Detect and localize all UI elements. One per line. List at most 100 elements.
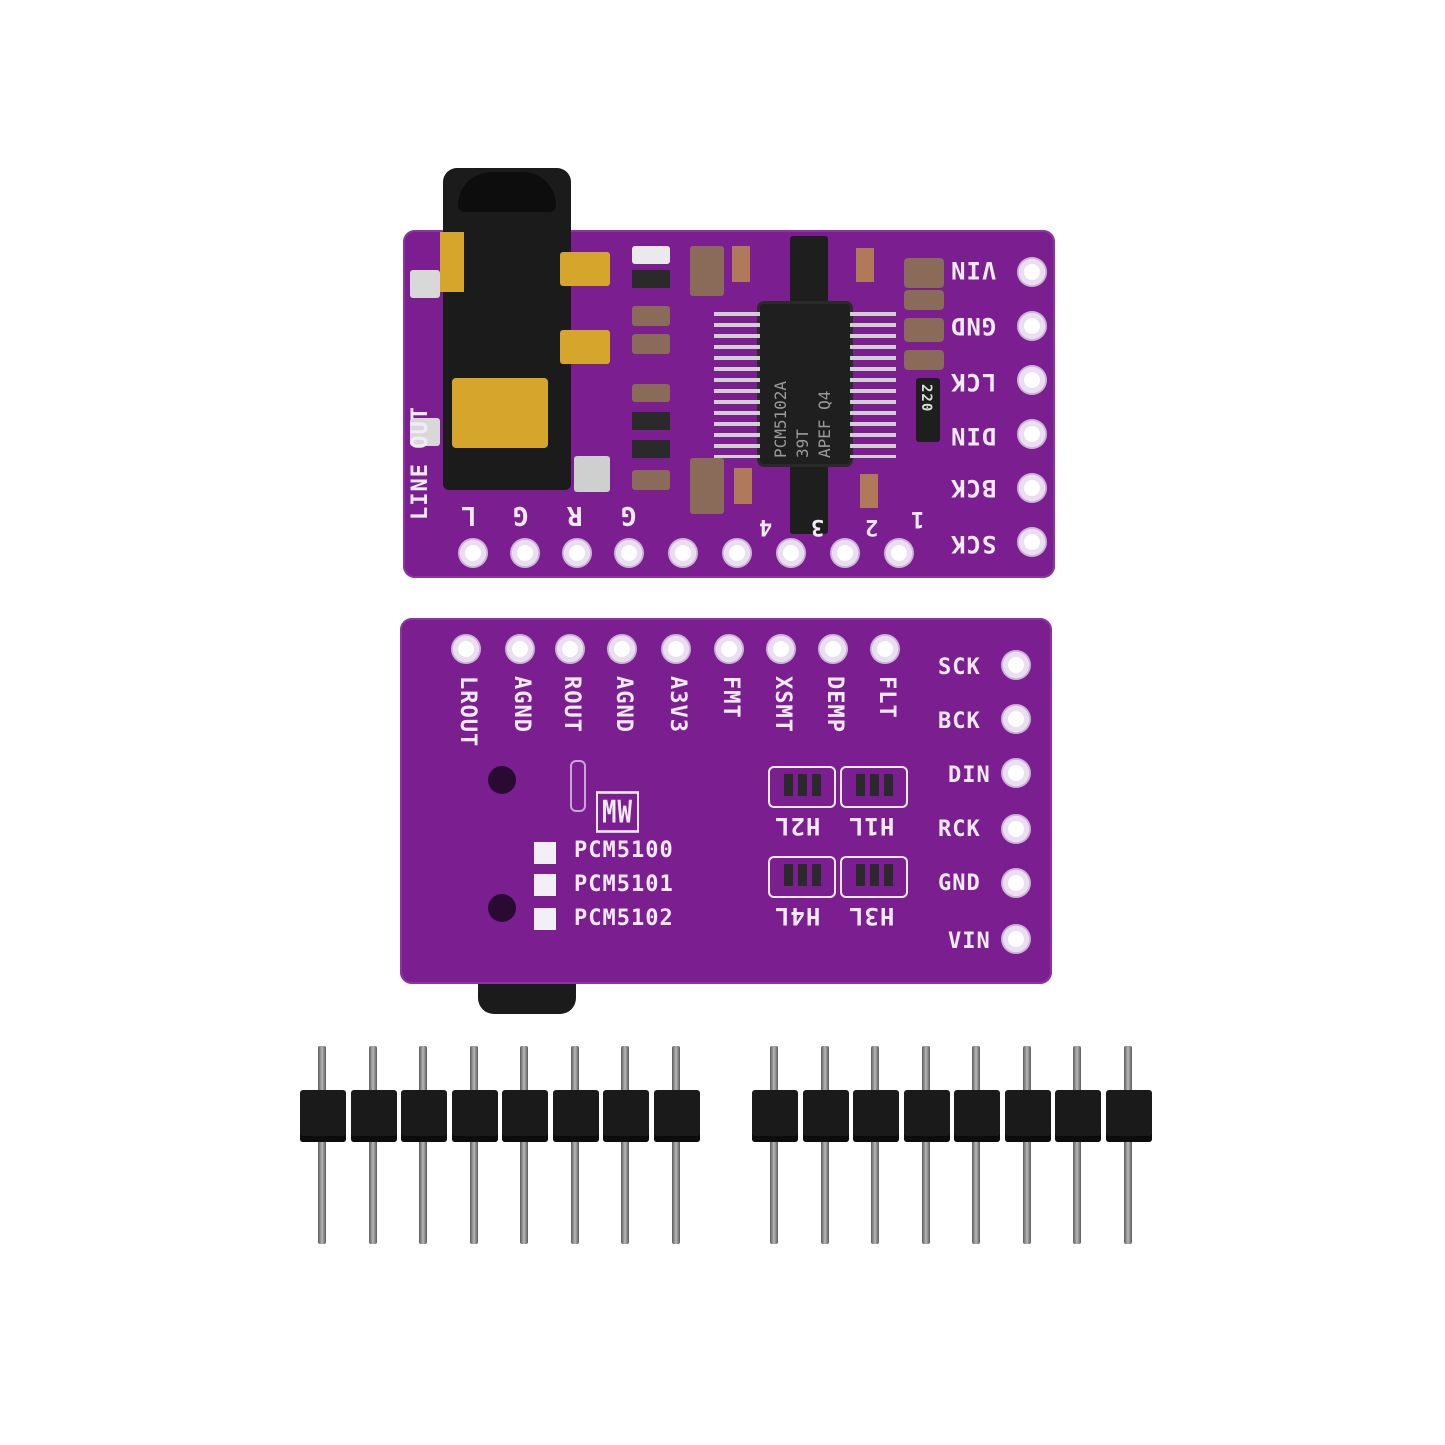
header-pin [770, 1046, 778, 1244]
pin-header-left [290, 1040, 700, 1250]
header-plastic-block [552, 1090, 599, 1142]
bottom-right-label-gnd: GND [938, 871, 981, 896]
bottom-pin-label-agnd: AGND [509, 676, 534, 733]
pin-hole [778, 540, 804, 566]
capacitor [904, 258, 944, 288]
jumper-contacts [784, 774, 824, 796]
top-bottom-label: 1 [910, 506, 925, 531]
jumper-label-h1l: H1L [848, 812, 895, 840]
smd-component [734, 468, 752, 504]
top-bottom-label: 2 [864, 514, 879, 539]
smd-component [632, 246, 670, 264]
header-pin [469, 1046, 478, 1244]
pin-hole [1019, 421, 1045, 447]
bottom-right-label-bck: BCK [938, 709, 981, 734]
pin-header-right [742, 1040, 1152, 1250]
jack-gold-contact [574, 456, 610, 492]
header-plastic-block [300, 1090, 346, 1142]
header-pin [671, 1046, 680, 1244]
pin-hole [460, 540, 486, 566]
jack-gold-contact [410, 270, 440, 298]
smd-component [860, 474, 878, 508]
jumper-pad-h3l [840, 856, 908, 898]
header-plastic-block [1004, 1090, 1051, 1142]
bottom-right-label-vin: VIN [948, 929, 991, 954]
variant-label-pcm5102: PCM5102 [574, 906, 674, 931]
bottom-pin-label-a3v3: A3V3 [665, 676, 690, 733]
pin-hole [1003, 870, 1029, 896]
chip-marking: PCM5102A 39T APEF Q4 [770, 318, 850, 458]
pin-hole [724, 540, 750, 566]
pin-hole [1003, 706, 1029, 732]
mounting-hole [488, 894, 516, 922]
top-pin-label-vin: VIN [950, 256, 997, 284]
jack-label: LINE OUT [408, 406, 433, 520]
variant-label-pcm5101: PCM5101 [574, 872, 674, 897]
capacitor [904, 318, 944, 342]
jack-gold-contact [452, 378, 548, 448]
pin-hole [768, 636, 794, 662]
pin-hole [663, 636, 689, 662]
pin-hole [1019, 475, 1045, 501]
header-plastic-block [502, 1090, 548, 1142]
smd-component [690, 458, 724, 514]
variant-label-pcm5100: PCM5100 [574, 838, 674, 863]
header-plastic-block [653, 1090, 700, 1142]
jack-gold-contact [560, 252, 610, 286]
smd-component [856, 248, 874, 282]
capacitor [904, 290, 944, 310]
header-plastic-block [954, 1090, 1000, 1142]
top-bottom-label: L [460, 500, 477, 530]
bottom-pin-label-demp: DEMP [822, 676, 847, 733]
top-bottom-label: R [566, 500, 583, 530]
pin-hole [609, 636, 635, 662]
transistor [790, 464, 828, 534]
bottom-pin-label-flt: FLT [874, 676, 899, 719]
chip-line-1: PCM5102A [771, 380, 790, 458]
smd-component [632, 440, 670, 458]
header-plastic-block [350, 1090, 397, 1142]
pin-hole [872, 636, 898, 662]
jumper-label-h4l: H4L [774, 902, 821, 930]
top-bottom-label: G [512, 500, 529, 530]
chip-line-2: 39T [793, 429, 812, 458]
header-pin [1073, 1046, 1081, 1244]
jumper-pad-h1l [840, 766, 908, 808]
resistor-label: 220 [918, 384, 934, 413]
slot [570, 760, 586, 812]
jumper-contacts [856, 864, 896, 886]
header-pin [820, 1046, 829, 1244]
header-plastic-block [1055, 1090, 1101, 1142]
pin-hole [886, 540, 912, 566]
pin-hole [1019, 313, 1045, 339]
bottom-pin-label-lrout: LROUT [455, 676, 480, 748]
jack-gold-contact [560, 330, 610, 364]
smd-component [632, 412, 670, 430]
pin-hole [564, 540, 590, 566]
header-plastic-block [451, 1090, 498, 1142]
pin-hole [453, 636, 479, 662]
header-pin [520, 1046, 528, 1244]
pin-hole [1019, 529, 1045, 555]
header-pin [570, 1046, 579, 1244]
pin-hole [1003, 926, 1029, 952]
top-pin-label-gnd: GND [950, 312, 997, 340]
jumper-label-h3l: H3L [848, 902, 895, 930]
pin-hole [507, 636, 533, 662]
pin-hole [1019, 367, 1045, 393]
smd-component [632, 270, 670, 288]
pin-hole [832, 540, 858, 566]
variant-checkbox [534, 908, 556, 930]
smd-component [632, 306, 670, 326]
pin-hole [1019, 259, 1045, 285]
bottom-right-label-din: DIN [948, 763, 991, 788]
header-pin [419, 1046, 427, 1244]
top-bottom-label: 4 [758, 514, 773, 539]
chip-legs-right [850, 312, 896, 458]
mounting-hole [488, 766, 516, 794]
header-pin [1123, 1046, 1132, 1244]
header-plastic-block [903, 1090, 950, 1142]
bottom-pcb-board [400, 618, 1052, 984]
pin-hole [716, 636, 742, 662]
